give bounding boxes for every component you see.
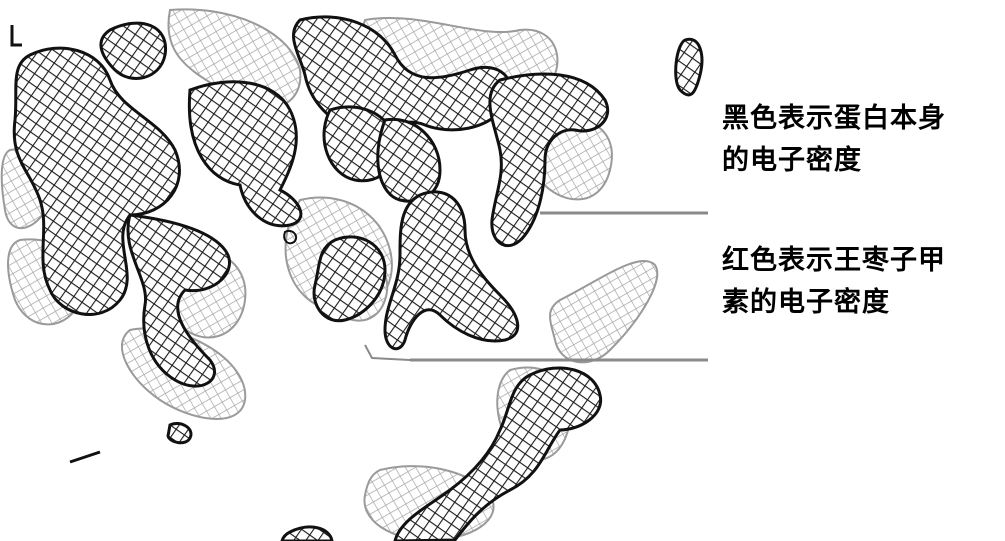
protein-density-mesh <box>12 15 704 541</box>
red-density-label-line1: 红色表示王枣子甲 <box>722 245 946 276</box>
leader-lines <box>364 211 708 362</box>
red-density-label-line2: 素的电子密度 <box>722 287 890 318</box>
black-density-annotation: 黑色表示蛋白本身 的电子密度 <box>722 98 1005 182</box>
black-density-label-line1: 黑色表示蛋白本身 <box>722 103 946 134</box>
black-density-label-line2: 的电子密度 <box>722 145 862 176</box>
mesh-fragments <box>10 25 298 464</box>
red-density-annotation: 红色表示王枣子甲 素的电子密度 <box>722 240 1005 324</box>
